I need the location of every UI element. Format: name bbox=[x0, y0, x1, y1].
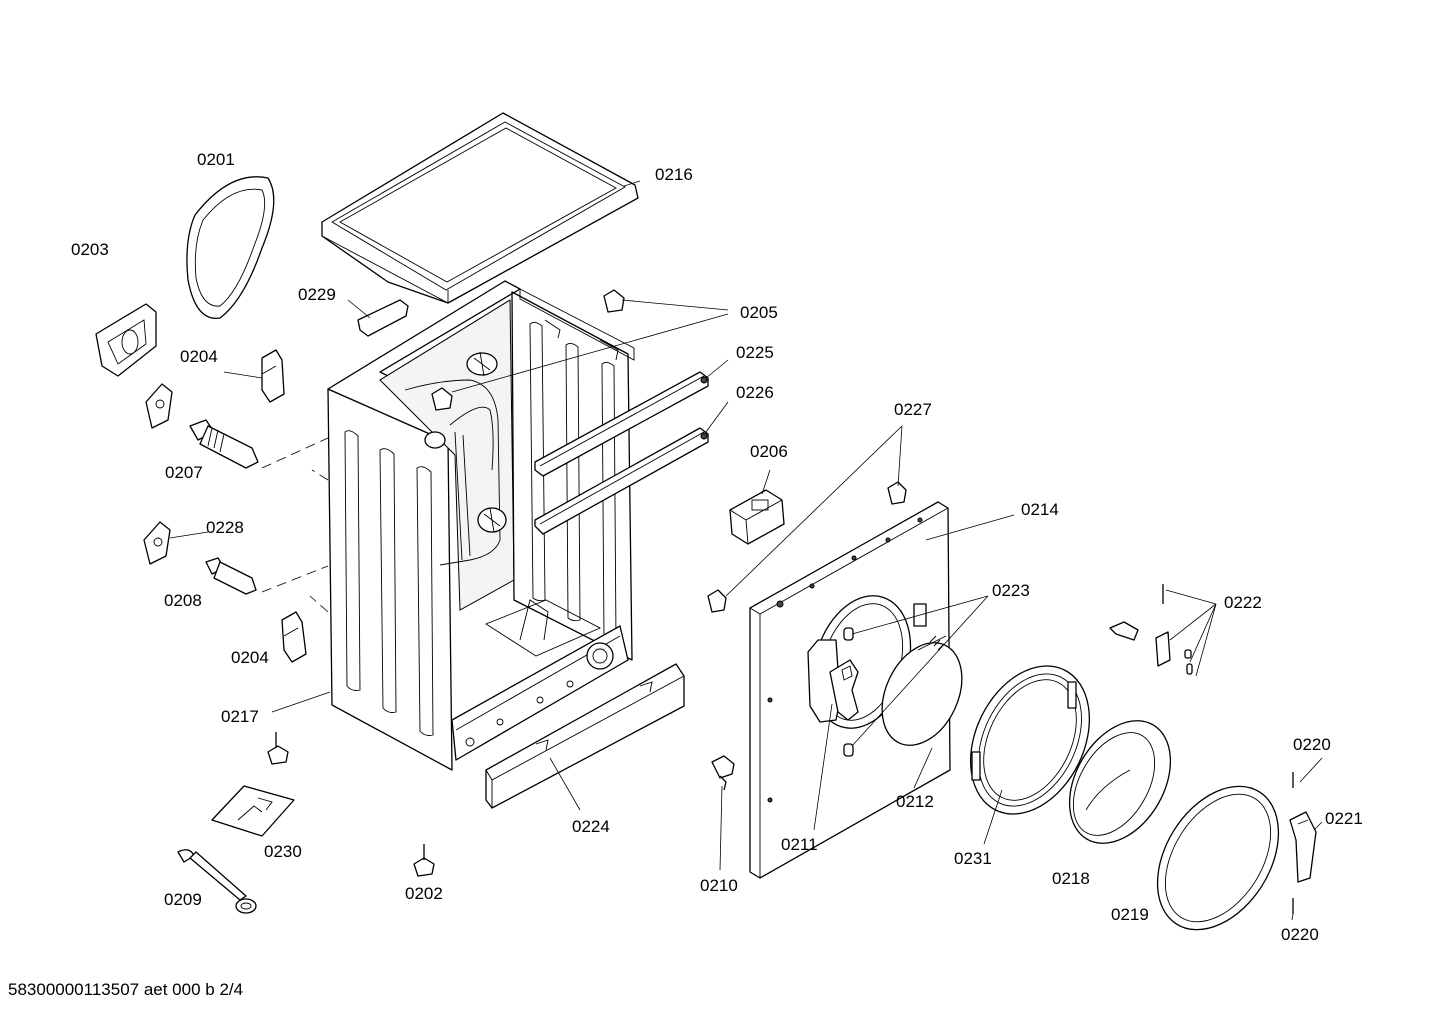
label-0208: 0208 bbox=[164, 591, 202, 610]
label-0229: 0229 bbox=[298, 285, 336, 304]
label-0201: 0201 bbox=[197, 150, 235, 169]
door-glass-part bbox=[1068, 720, 1172, 844]
door-lock-switch-part bbox=[729, 489, 785, 545]
label-0230: 0230 bbox=[264, 842, 302, 861]
part-labels: 0201 0216 0203 0229 0205 0204 0225 0226 … bbox=[71, 150, 1363, 944]
front-panel-part bbox=[749, 501, 951, 879]
transport-plate-part bbox=[211, 785, 295, 837]
assembly-lines bbox=[261, 437, 329, 613]
absorber-mount-part bbox=[143, 383, 173, 565]
label-0225: 0225 bbox=[736, 343, 774, 362]
front-foot-part bbox=[711, 755, 735, 791]
label-0203: 0203 bbox=[71, 240, 109, 259]
clip-part bbox=[707, 481, 907, 613]
leader-lines bbox=[169, 180, 1323, 921]
top-cover-part bbox=[321, 112, 639, 304]
clip-0205-part bbox=[431, 289, 625, 411]
label-0227: 0227 bbox=[894, 400, 932, 419]
label-0221: 0221 bbox=[1325, 809, 1363, 828]
cross-rails-part bbox=[534, 371, 709, 535]
label-0218: 0218 bbox=[1052, 869, 1090, 888]
label-0207: 0207 bbox=[165, 463, 203, 482]
wrench-part bbox=[177, 849, 257, 914]
door-seal-part bbox=[881, 635, 963, 746]
damper-bracket-part bbox=[261, 349, 307, 663]
label-0223: 0223 bbox=[992, 581, 1030, 600]
door-ring-outer-part bbox=[1156, 785, 1280, 931]
door-lock-parts bbox=[1109, 584, 1193, 675]
shock-absorber-part bbox=[189, 419, 259, 595]
label-0202: 0202 bbox=[405, 884, 443, 903]
gasket-part bbox=[186, 176, 275, 319]
label-0204-top: 0204 bbox=[180, 347, 218, 366]
label-0219: 0219 bbox=[1111, 905, 1149, 924]
label-0205: 0205 bbox=[740, 303, 778, 322]
foot-part bbox=[267, 732, 435, 877]
label-0220-bottom: 0220 bbox=[1281, 925, 1319, 944]
pump-bracket-part bbox=[95, 303, 157, 377]
label-0204-bottom: 0204 bbox=[231, 648, 269, 667]
label-0217: 0217 bbox=[221, 707, 259, 726]
drawing-number: 58300000113507 aet 000 b 2/4 bbox=[8, 980, 244, 999]
label-0231: 0231 bbox=[954, 849, 992, 868]
label-0226: 0226 bbox=[736, 383, 774, 402]
label-0220-top: 0220 bbox=[1293, 735, 1331, 754]
clip-0229-part bbox=[357, 299, 409, 337]
door-handle-part bbox=[1289, 811, 1317, 883]
label-0214: 0214 bbox=[1021, 500, 1059, 519]
label-0212: 0212 bbox=[896, 792, 934, 811]
label-0216: 0216 bbox=[655, 165, 693, 184]
label-0228: 0228 bbox=[206, 518, 244, 537]
label-0210: 0210 bbox=[700, 876, 738, 895]
label-0209: 0209 bbox=[164, 890, 202, 909]
plinth-panel-part bbox=[485, 663, 685, 809]
cabinet-housing-part bbox=[327, 280, 635, 771]
label-0211: 0211 bbox=[781, 835, 818, 854]
door-ring-inner-part bbox=[969, 665, 1091, 815]
label-0224: 0224 bbox=[572, 817, 610, 836]
label-0222: 0222 bbox=[1224, 593, 1262, 612]
label-0206: 0206 bbox=[750, 442, 788, 461]
